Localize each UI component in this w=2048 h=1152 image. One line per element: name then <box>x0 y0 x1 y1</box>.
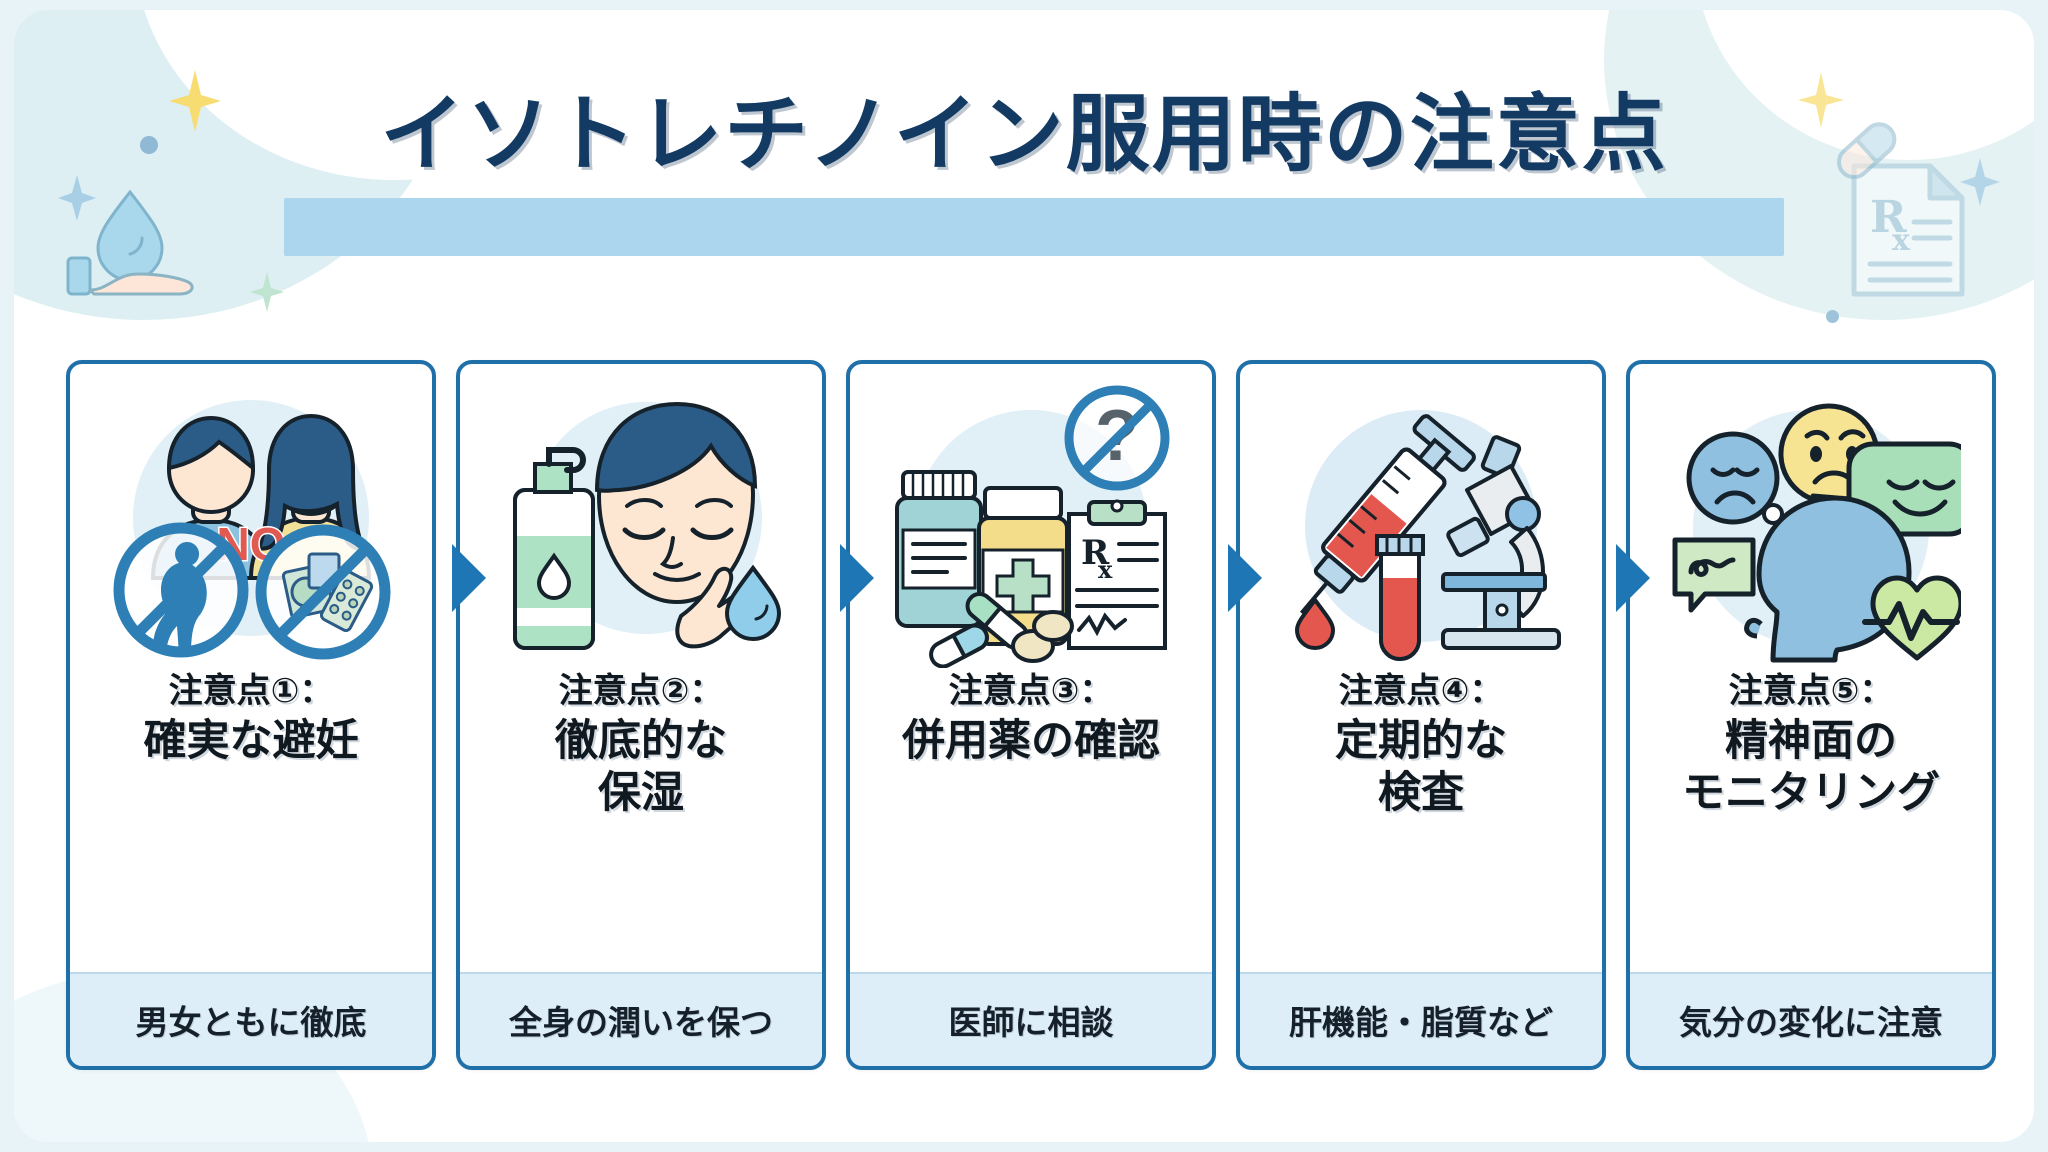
prescription-rx-document-icon: R x <box>1851 163 1965 297</box>
card-1-title: 確実な避妊 <box>143 715 359 766</box>
green-sparkle-left-icon <box>250 272 284 312</box>
card-5-kicker: 注意点⑤： <box>1728 671 1894 711</box>
card-1-body: 注意点①： 確実な避妊 <box>70 664 432 972</box>
svg-text:x: x <box>1892 223 1911 258</box>
card-2-footer: 全身の潤いを保つ <box>460 972 822 1066</box>
card-4-body: 注意点④： 定期的な 検査 <box>1240 664 1602 972</box>
card-2[interactable]: 注意点②： 徹底的な 保湿 全身の潤いを保つ <box>456 360 826 1070</box>
card-3-footer-label: 医師に相談 <box>948 1003 1114 1042</box>
card-3-kicker: 注意点③： <box>948 671 1114 711</box>
svg-text:R: R <box>1870 192 1907 243</box>
card-5-title: 精神面の モニタリング <box>1682 715 1940 820</box>
card-3-body: 注意点③： 併用薬の確認 <box>850 664 1212 972</box>
mental-health-mood-icon <box>1630 364 1992 664</box>
cards-row: NO <box>66 360 1996 1070</box>
title-highlight-band <box>284 198 1784 256</box>
card-1-kicker: 注意点①： <box>168 671 334 711</box>
card-3[interactable]: ? <box>846 360 1216 1070</box>
card-4[interactable]: 注意点④： 定期的な 検査 肝機能・脂質など <box>1236 360 1606 1070</box>
medicine-bottles-prescription-icon: ? <box>850 364 1212 668</box>
card-5-body: 注意点⑤： 精神面の モニタリング <box>1630 664 1992 972</box>
title-container: イソトレチノイン服用時の注意点 <box>14 85 2034 256</box>
card-5[interactable]: 注意点⑤： 精神面の モニタリング 気分の変化に注意 <box>1626 360 1996 1070</box>
card-3-title: 併用薬の確認 <box>902 715 1160 766</box>
card-5-title-line2: モニタリング <box>1682 767 1940 818</box>
card-2-footer-label: 全身の潤いを保つ <box>509 1003 773 1042</box>
card-4-footer-label: 肝機能・脂質など <box>1289 1003 1553 1042</box>
card-1[interactable]: NO <box>66 360 436 1070</box>
card-4-title: 定期的な 検査 <box>1335 715 1507 820</box>
card-2-title: 徹底的な 保湿 <box>555 715 727 820</box>
blue-dot-right-icon <box>1826 310 1839 323</box>
svg-text:x: x <box>1098 555 1113 584</box>
blue-sparkle-left-icon <box>58 175 96 221</box>
card-4-title-line2: 検査 <box>1378 767 1464 818</box>
moisturizing-skincare-icon <box>460 364 822 664</box>
card-1-footer: 男女ともに徹底 <box>70 972 432 1066</box>
card-2-title-line1: 徹底的な <box>555 715 727 766</box>
arrow-connector-1 <box>452 544 486 612</box>
card-4-title-line1: 定期的な <box>1335 715 1507 766</box>
hand-holding-water-drop-icon <box>66 189 194 296</box>
card-1-footer-label: 男女ともに徹底 <box>135 1003 367 1042</box>
card-4-footer: 肝機能・脂質など <box>1240 972 1602 1066</box>
svg-text:R: R <box>1081 533 1110 573</box>
arrow-connector-2 <box>840 544 874 612</box>
blood-test-microscope-icon <box>1240 364 1602 664</box>
arrow-connector-3 <box>1228 544 1262 612</box>
card-2-kicker: 注意点②： <box>558 671 724 711</box>
card-5-title-line1: 精神面の <box>1725 715 1897 766</box>
card-4-kicker: 注意点④： <box>1338 671 1504 711</box>
card-5-footer: 気分の変化に注意 <box>1630 972 1992 1066</box>
page-title: イソトレチノイン服用時の注意点 <box>380 85 1668 183</box>
canvas: R x イソトレチノイン服用時の注意点 <box>14 10 2034 1142</box>
card-2-body: 注意点②： 徹底的な 保湿 <box>460 664 822 972</box>
card-3-footer: 医師に相談 <box>850 972 1212 1066</box>
card-2-title-line2: 保湿 <box>598 767 684 818</box>
no-pregnancy-no-contraceptive-icon: NO <box>70 364 432 664</box>
arrow-connector-4 <box>1616 544 1650 612</box>
card-5-footer-label: 気分の変化に注意 <box>1679 1003 1943 1042</box>
